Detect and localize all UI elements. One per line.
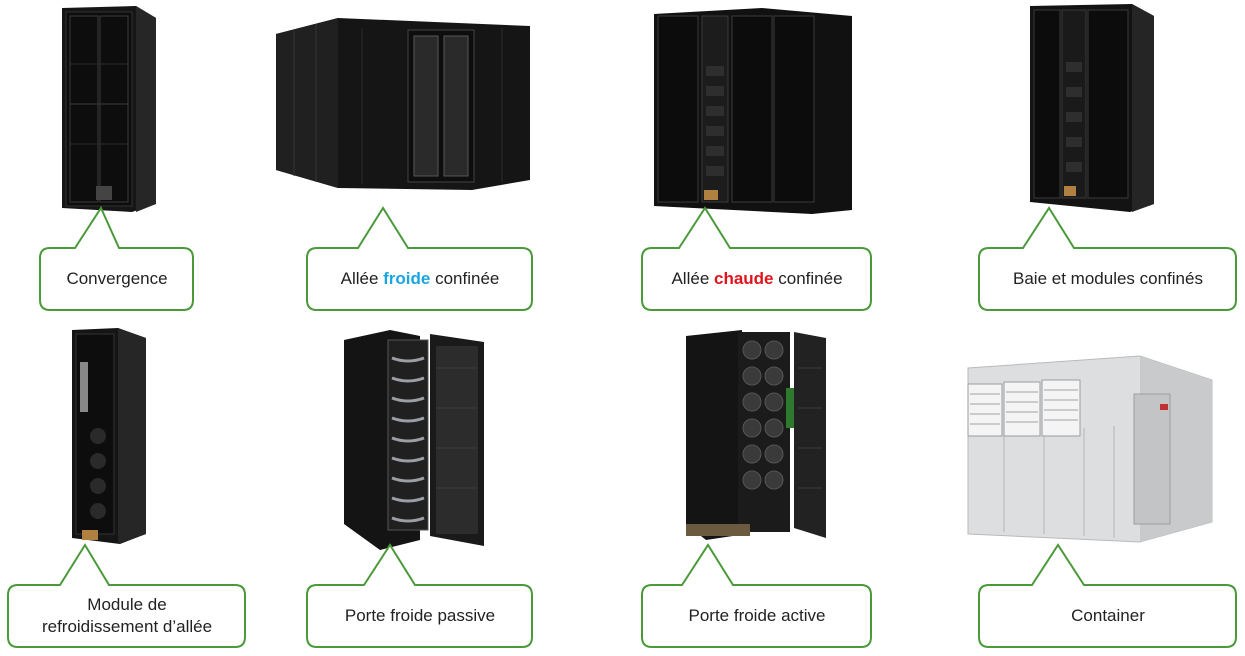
label-cold-aisle: Allée froide confinée [340, 269, 500, 288]
label-contained-rack: Baie et modules confinés [1013, 269, 1203, 288]
highlight-hot-word: chaude [714, 269, 774, 288]
label-active-cold-door: Porte froide active [688, 606, 826, 625]
active-cold-door-image [686, 330, 826, 540]
container-image [967, 355, 1213, 543]
hot-aisle-containment-image [654, 8, 852, 214]
label-convergence: Convergence [66, 269, 168, 288]
callout-container [978, 543, 1237, 648]
cold-aisle-containment-image [276, 18, 530, 190]
callout-convergence [39, 205, 194, 311]
aisle-cooling-module-image [72, 328, 146, 544]
callout-cold-aisle [306, 206, 533, 311]
callout-passive-cold-door [306, 543, 533, 648]
callout-active-cold-door [641, 543, 872, 648]
callout-hot-aisle [641, 206, 872, 311]
callout-aisle-cooling-module [7, 543, 246, 648]
label-hot-aisle: Allée chaude confinée [671, 269, 843, 288]
highlight-cold-word: froide [383, 269, 431, 288]
passive-cold-door-image [344, 330, 484, 550]
label-passive-cold-door: Porte froide passive [344, 606, 496, 625]
label-aisle-cooling-module: Module de refroidissement d’allée [41, 595, 213, 636]
callout-contained-rack [978, 206, 1237, 311]
label-container: Container [1071, 606, 1145, 625]
contained-rack-modules-image [1030, 4, 1154, 212]
convergence-rack-image [62, 6, 156, 212]
